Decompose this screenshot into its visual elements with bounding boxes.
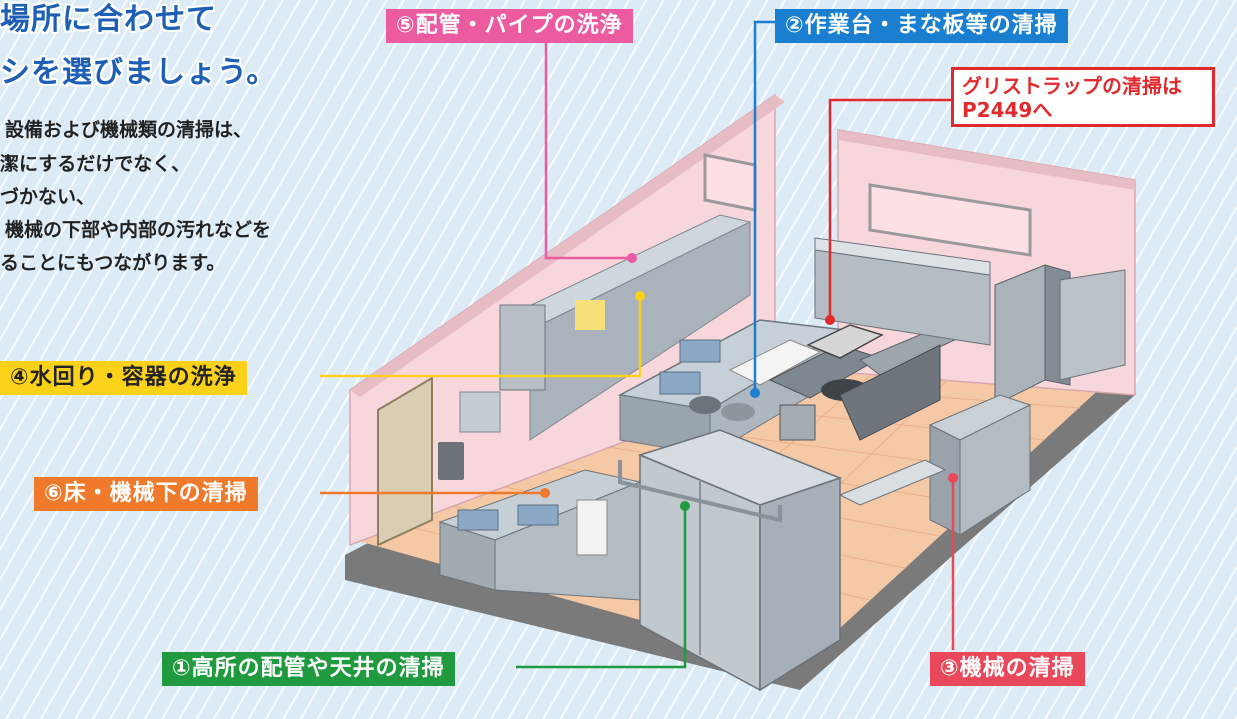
label-floor: ⑥床・機械下の清掃 <box>34 477 258 511</box>
label-high-ceiling: ①高所の配管や天井の清掃 <box>162 652 455 686</box>
label-worktable: ②作業台・まな板等の清掃 <box>775 9 1068 43</box>
description-line-4: 機械の下部や内部の汚れなどを <box>5 219 272 241</box>
heading-line-1: 場所に合わせて <box>0 2 217 37</box>
leader-worktable <box>753 20 775 393</box>
grease-trap <box>806 324 884 359</box>
heading-line-2: シを選びましょう。 <box>0 55 278 90</box>
label-water-area: ④水回り・容器の洗浄 <box>0 361 247 395</box>
leader-grease <box>828 98 951 320</box>
leader-water <box>320 296 642 378</box>
description-line-3: づかない、 <box>0 186 96 208</box>
leader-piping <box>544 40 632 260</box>
label-piping: ⑤配管・パイプの洗浄 <box>386 9 633 43</box>
description-line-1: 設備および機械類の清掃は、 <box>5 119 253 141</box>
grease-trap-note-line-2: P2449へ <box>962 98 1053 122</box>
door <box>377 376 433 547</box>
grease-trap-note: グリストラップの清掃は P2449へ <box>951 67 1215 127</box>
description-line-5: ることにもつながります。 <box>0 252 226 274</box>
label-machine: ③機械の清掃 <box>930 652 1085 686</box>
description-line-2: 潔にするだけでなく、 <box>0 153 191 175</box>
grease-trap-note-line-1: グリストラップの清掃は <box>962 74 1182 98</box>
leader-high-ceiling <box>516 506 687 669</box>
